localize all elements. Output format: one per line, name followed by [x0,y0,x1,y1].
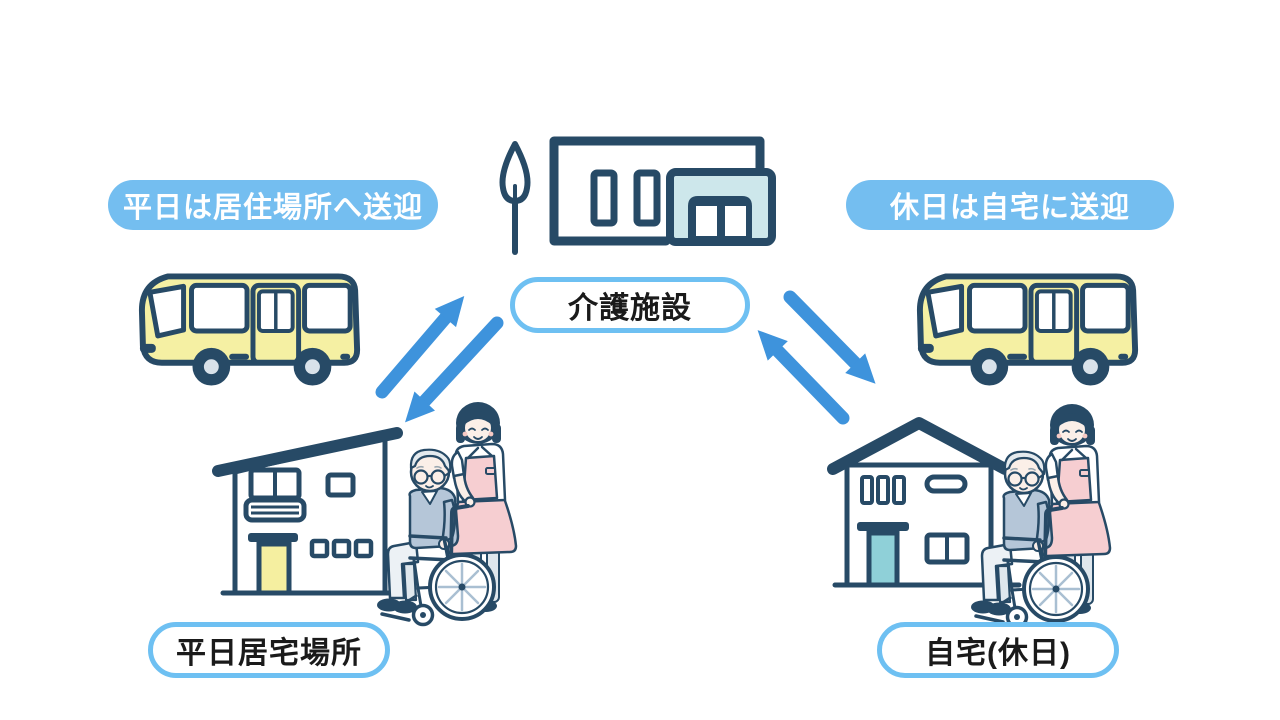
holiday-transfer-banner: 休日は自宅に送迎 [846,180,1174,230]
care-facility-label: 介護施設 [510,277,750,333]
shuttle-bus-right-icon [910,268,1148,394]
caregiver-wheelchair-right-icon [969,402,1112,629]
tree-icon [499,141,531,255]
flat-roof-house-icon [212,427,404,596]
shuttle-bus-left-icon [132,268,370,394]
arrow-facility-to-right-icon [783,290,876,384]
care-facility-building-icon [499,136,776,255]
holiday-home-label: 自宅(休日) [877,622,1119,678]
gabled-house-icon [827,417,1022,588]
weekday-residence-label: 平日居宅場所 [148,622,390,678]
arrow-right-to-facility-icon [757,330,850,425]
arrow-left-to-facility-icon [375,296,465,399]
weekday-transfer-banner: 平日は居住場所へ送迎 [108,180,438,230]
caregiver-wheelchair-left-icon [375,400,518,627]
arrow-facility-to-left-icon [405,316,504,423]
